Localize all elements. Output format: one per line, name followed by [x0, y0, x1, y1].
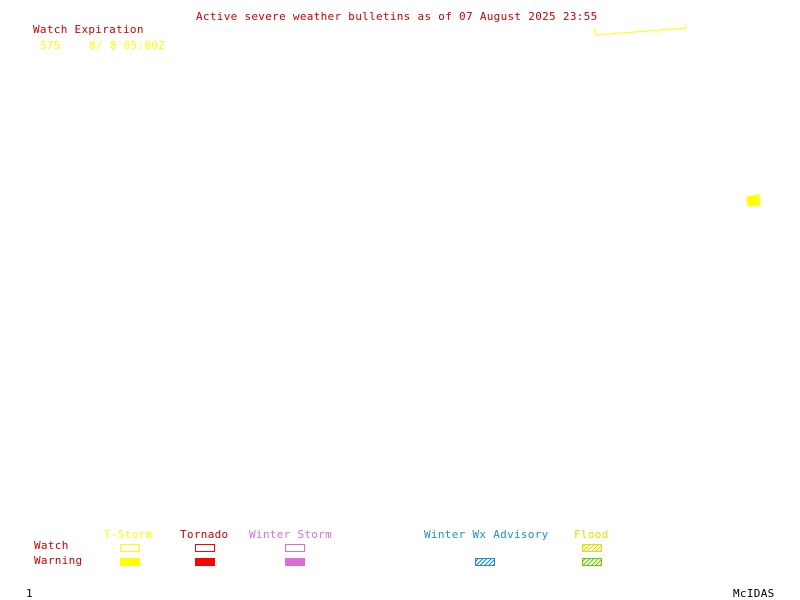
watch-expiration-header: Watch Expiration — [33, 23, 144, 36]
frame-number: 1 — [26, 587, 33, 600]
legend-row-watch: Watch — [34, 539, 69, 552]
legend-flood-label: Flood — [574, 528, 609, 541]
page-title: Active severe weather bulletins as of 07… — [196, 10, 598, 23]
flood-watch-swatch — [582, 544, 602, 552]
legend-winter-storm-label: Winter Storm — [249, 528, 333, 541]
software-label: McIDAS — [733, 587, 775, 600]
winter-storm-watch-swatch — [285, 544, 305, 552]
legend-row-warning: Warning — [34, 554, 83, 567]
legend-tornado-label: Tornado — [180, 528, 229, 541]
tstorm-watch-swatch — [120, 544, 140, 552]
watch-expiration-time: 8/ 8 05:00Z — [89, 39, 166, 52]
flood-warning-swatch — [582, 558, 602, 566]
tstorm-warning-swatch — [120, 558, 140, 566]
legend-tstorm-label: T-Storm — [104, 528, 153, 541]
winter-storm-warning-swatch — [285, 558, 305, 566]
winter-wx-advisory-warning-swatch — [475, 558, 495, 566]
tornado-warning-swatch — [195, 558, 215, 566]
watch-number: 575 — [40, 39, 61, 52]
watch-outline — [593, 25, 687, 36]
tstorm-warning-polygon — [746, 194, 761, 207]
tornado-watch-swatch — [195, 544, 215, 552]
legend-winter-wx-advisory-label: Winter Wx Advisory — [424, 528, 549, 541]
